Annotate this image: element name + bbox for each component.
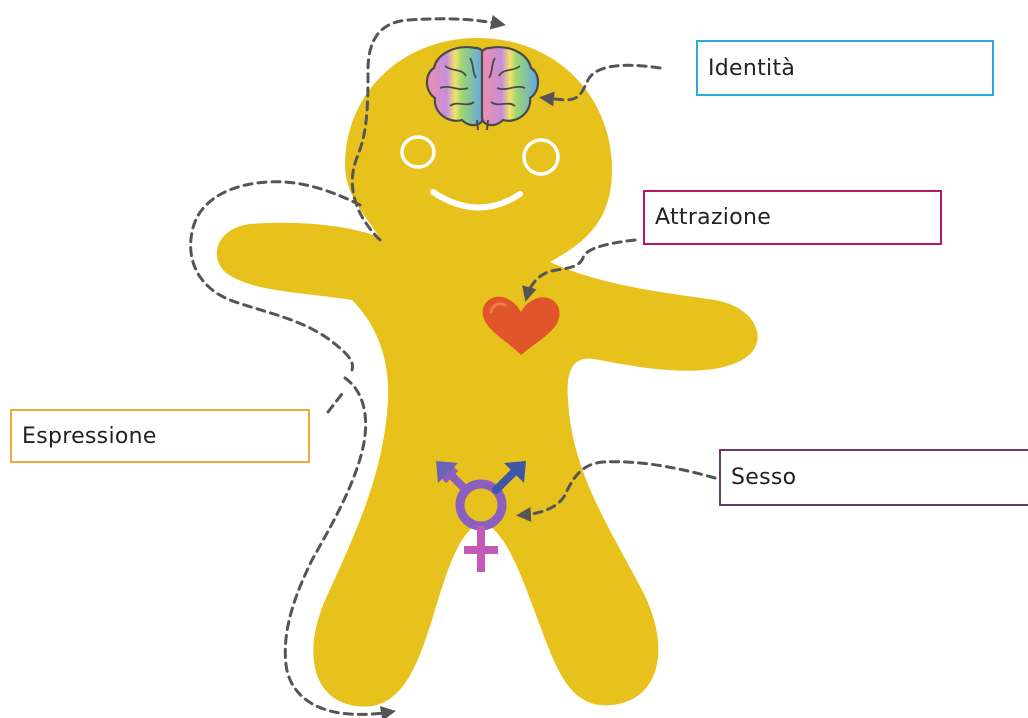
espressione-label-text: Espressione xyxy=(22,424,157,449)
attrazione-label: Attrazione xyxy=(643,190,942,245)
identita-label: Identità xyxy=(696,40,994,96)
gingerbread-body xyxy=(217,38,758,707)
espressione-pointer xyxy=(328,390,345,412)
brain-icon xyxy=(427,47,538,130)
sesso-label-text: Sesso xyxy=(731,465,796,490)
sesso-label: Sesso xyxy=(719,449,1028,506)
identita-label-text: Identità xyxy=(708,56,795,81)
attrazione-label-text: Attrazione xyxy=(655,205,771,230)
espressione-label: Espressione xyxy=(10,409,310,463)
